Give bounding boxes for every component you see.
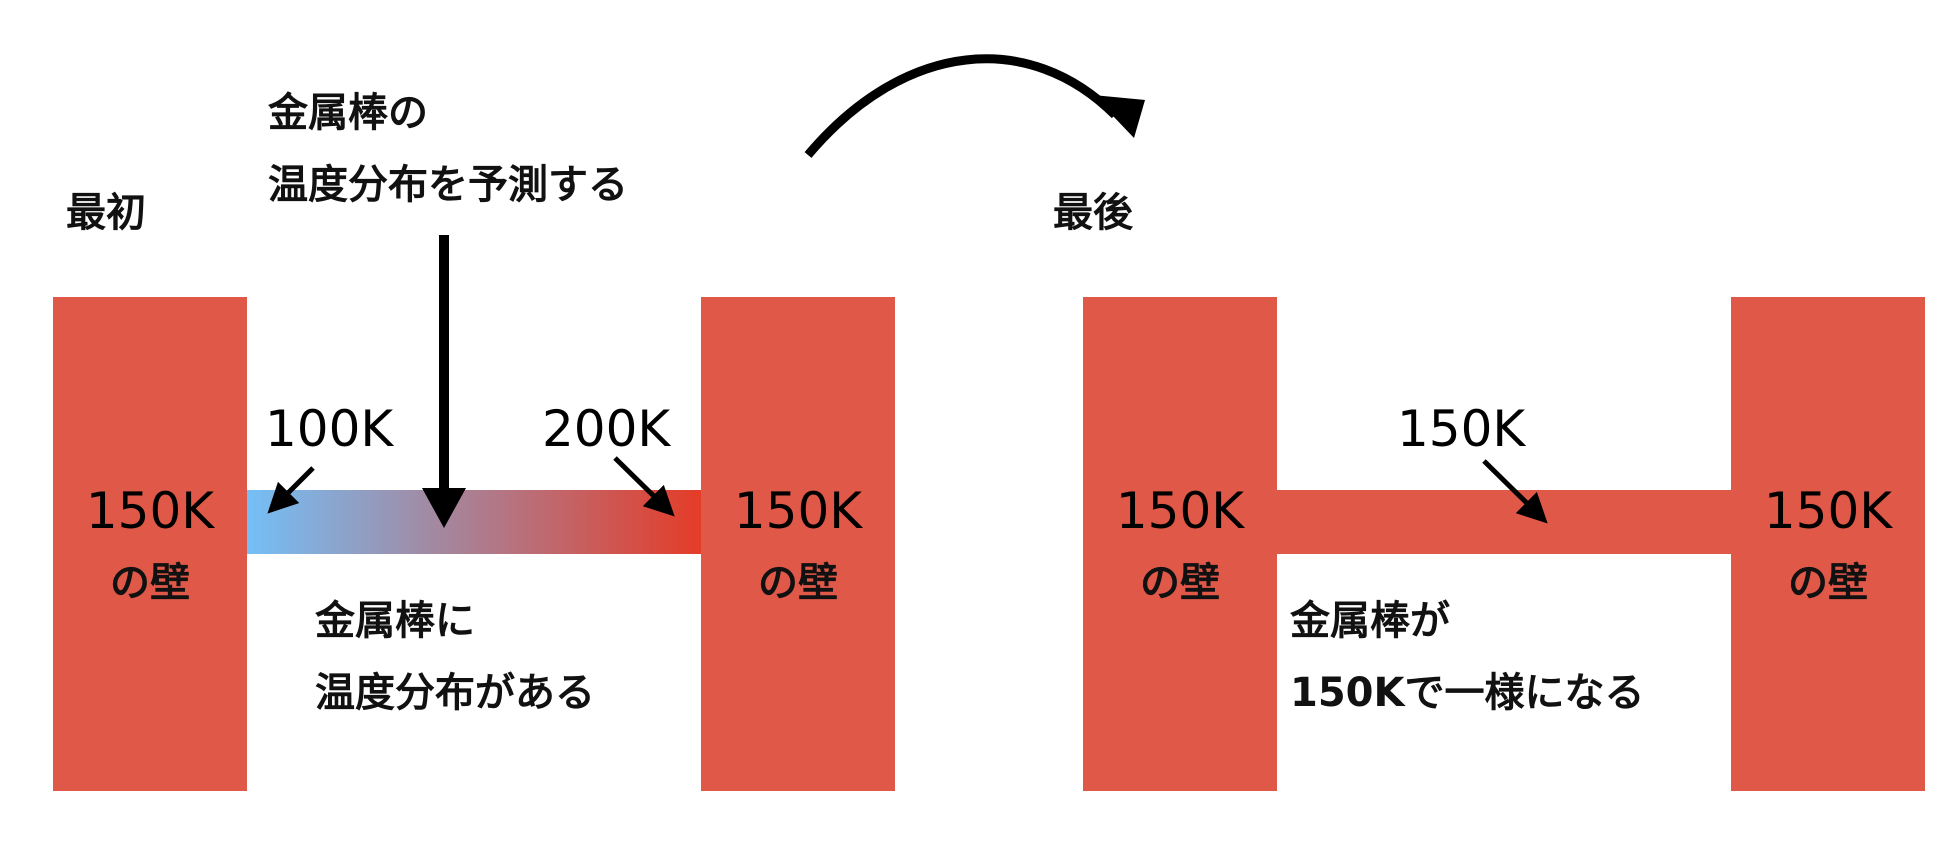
final-note-line1: 金属棒が	[1289, 598, 1450, 644]
final-right-wall	[1731, 297, 1925, 791]
transition-curve	[804, 54, 1119, 158]
final-left-wall-label: の壁	[1140, 560, 1220, 606]
initial-left-wall	[53, 297, 247, 791]
final-state: 最後 150K の壁 150K の壁 150K 金属棒が 150Kで一様になる	[1053, 190, 1925, 791]
final-left-wall	[1083, 297, 1277, 791]
final-metal-bar	[1277, 490, 1731, 554]
initial-left-wall-temp: 150K	[86, 482, 215, 540]
final-left-wall-temp: 150K	[1116, 482, 1245, 540]
bar-right-temp: 200K	[542, 400, 671, 458]
bar-right-temp-arrow	[613, 456, 675, 517]
transition-arrow-head	[1093, 95, 1145, 138]
predict-arrow-head	[422, 488, 466, 528]
final-title: 最後	[1053, 190, 1134, 236]
final-bar-temp: 150K	[1397, 400, 1526, 458]
initial-state: 最初 金属棒の 温度分布を予測する 150K の壁 150K の壁 100K 2…	[53, 90, 895, 791]
initial-right-wall-temp: 150K	[734, 482, 863, 540]
final-bar-temp-arrow	[1482, 459, 1548, 524]
final-note-line2: 150Kで一様になる	[1290, 670, 1645, 716]
question-line1: 金属棒の	[267, 90, 428, 136]
final-right-wall-temp: 150K	[1764, 482, 1893, 540]
transition-arrow	[804, 54, 1145, 158]
initial-title: 最初	[66, 190, 146, 236]
bar-left-temp-arrow	[267, 466, 315, 514]
bar-left-temp: 100K	[265, 400, 394, 458]
initial-right-wall	[701, 297, 895, 791]
initial-note-line1: 金属棒に	[314, 598, 475, 644]
initial-right-wall-label: の壁	[758, 560, 838, 606]
initial-left-wall-label: の壁	[110, 560, 190, 606]
initial-metal-bar	[247, 490, 701, 554]
final-right-wall-label: の壁	[1788, 560, 1868, 606]
initial-note-line2: 温度分布がある	[315, 670, 595, 716]
question-line2: 温度分布を予測する	[268, 162, 628, 208]
